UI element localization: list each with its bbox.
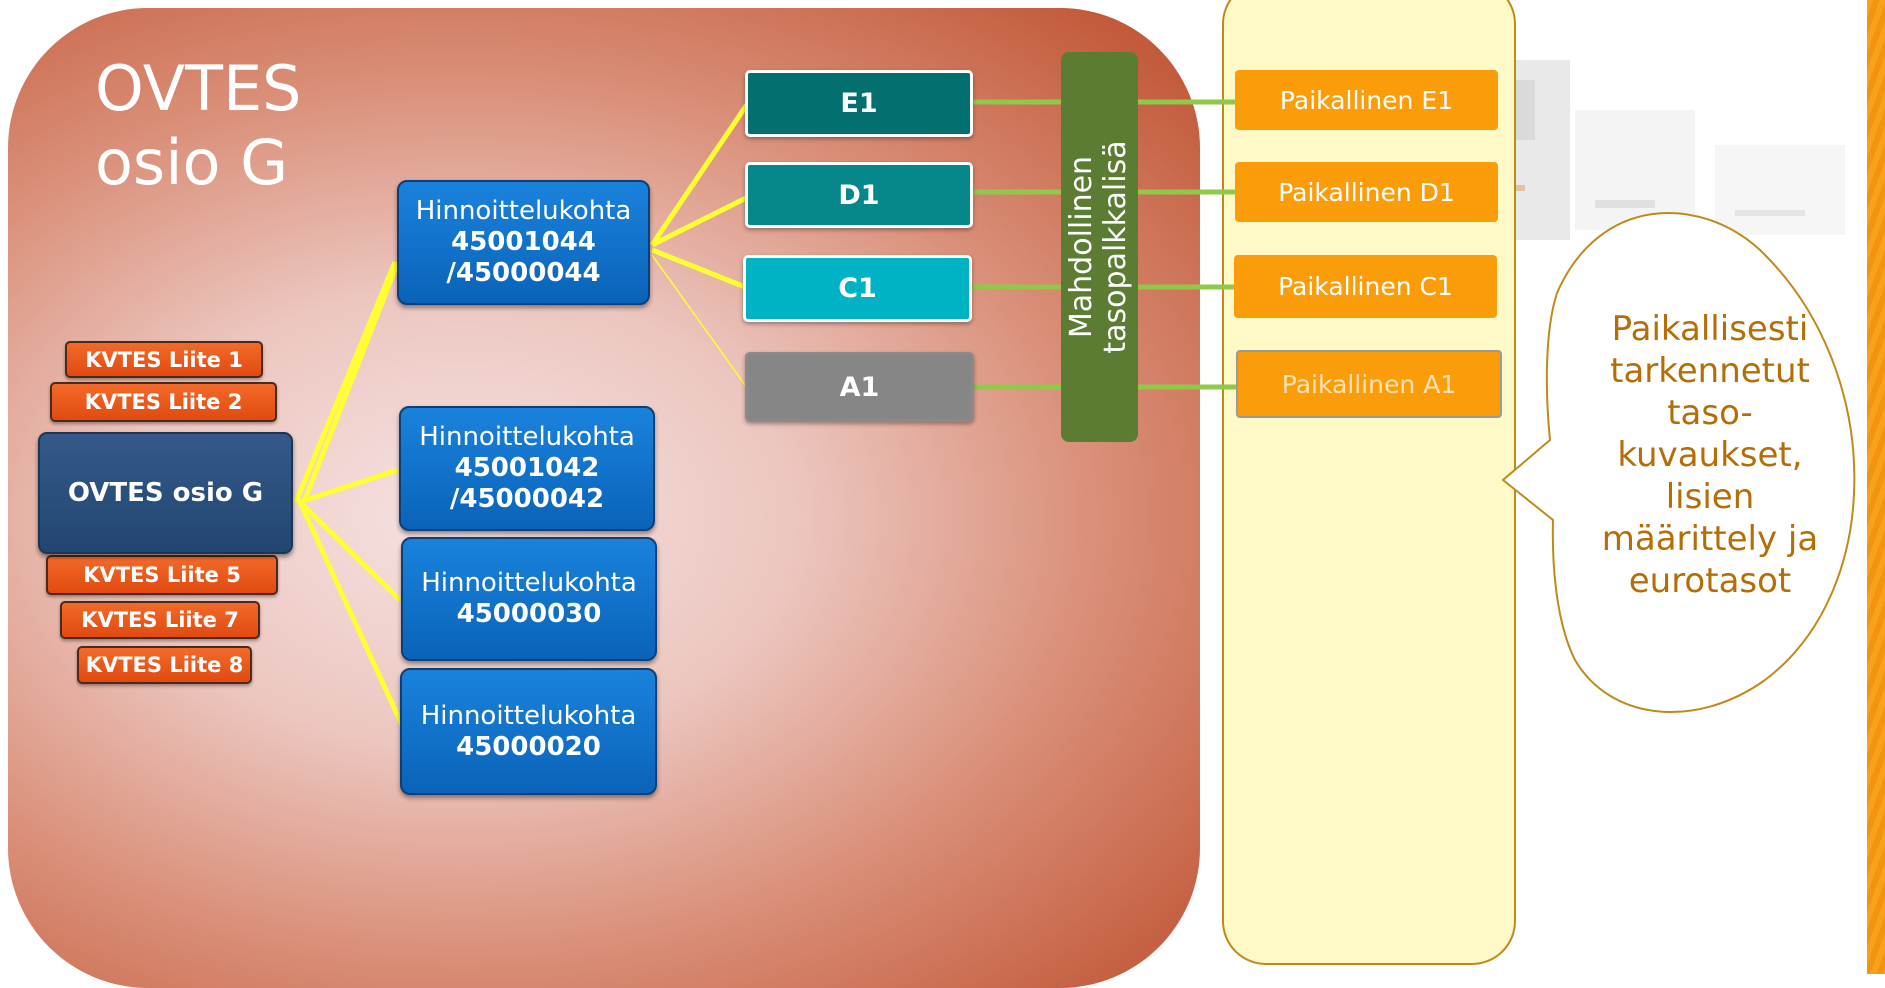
kvtes-liite-2-box: KVTES Liite 2 (50, 382, 277, 422)
paikallinen-c1-box: Paikallinen C1 (1234, 255, 1497, 318)
hinnoittelukohta-box: Hinnoittelukohta 45000030 (401, 537, 657, 661)
hinnoittelukohta-box: Hinnoittelukohta 45001044 /45000044 (397, 180, 650, 305)
tasopalkkalisa-line-2: tasopalkkalisä (1098, 140, 1133, 354)
local-column (1222, 0, 1516, 965)
hinnoittelukohta-label: Hinnoittelukohta (419, 422, 635, 452)
speech-bubble-text: Paikallisesti tarkennetut taso- kuvaukse… (1580, 308, 1840, 602)
bubble-line: lisien (1665, 477, 1755, 517)
hinnoittelukohta-number: 45000030 (456, 599, 602, 629)
hinnoittelukohta-number: 45001042 (454, 453, 600, 483)
ovtes-osio-g-box: OVTES osio G (38, 432, 293, 554)
level-c1-box: C1 (743, 255, 972, 322)
title-line-1: OVTES (95, 52, 302, 125)
kvtes-liite-8-box: KVTES Liite 8 (77, 646, 252, 684)
paikallinen-a1-box: Paikallinen A1 (1236, 350, 1502, 418)
kvtes-liite-7-box: KVTES Liite 7 (60, 601, 260, 639)
hinnoittelukohta-label: Hinnoittelukohta (420, 700, 637, 731)
diagram-title: OVTES osio G (95, 52, 302, 200)
hinnoittelukohta-label: Hinnoittelukohta (421, 568, 637, 598)
level-d1-box: D1 (745, 162, 973, 228)
hinnoittelukohta-box: Hinnoittelukohta 45000020 (400, 668, 657, 795)
hinnoittelukohta-box: Hinnoittelukohta 45001042 /45000042 (399, 406, 655, 531)
paikallinen-e1-box: Paikallinen E1 (1235, 70, 1498, 130)
bubble-line: tarkennetut (1610, 351, 1810, 391)
level-a1-box: A1 (745, 352, 974, 422)
bubble-line: taso- (1667, 393, 1753, 433)
level-e1-box: E1 (745, 70, 973, 137)
bubble-line: määrittely ja (1601, 519, 1819, 559)
orange-edge-strip (1867, 0, 1885, 974)
bubble-line: kuvaukset, (1617, 435, 1803, 475)
hinnoittelukohta-number-2: /45000042 (449, 484, 605, 514)
hinnoittelukohta-label: Hinnoittelukohta (415, 196, 632, 226)
tasopalkkalisa-bar (1061, 52, 1138, 442)
tasopalkkalisa-label: Mahdollinen tasopalkkalisä (1064, 52, 1133, 442)
hinnoittelukohta-number-2: /45000044 (446, 258, 601, 288)
paikallinen-d1-box: Paikallinen D1 (1235, 162, 1498, 222)
kvtes-liite-1-box: KVTES Liite 1 (65, 341, 263, 378)
title-line-2: osio G (95, 126, 289, 199)
bubble-line: eurotasot (1628, 561, 1792, 601)
hinnoittelukohta-number: 45000020 (456, 731, 601, 762)
kvtes-liite-5-box: KVTES Liite 5 (46, 555, 278, 595)
bubble-line: Paikallisesti (1611, 309, 1809, 349)
hinnoittelukohta-number: 45001044 (451, 227, 596, 257)
tasopalkkalisa-line-1: Mahdollinen (1064, 155, 1099, 339)
